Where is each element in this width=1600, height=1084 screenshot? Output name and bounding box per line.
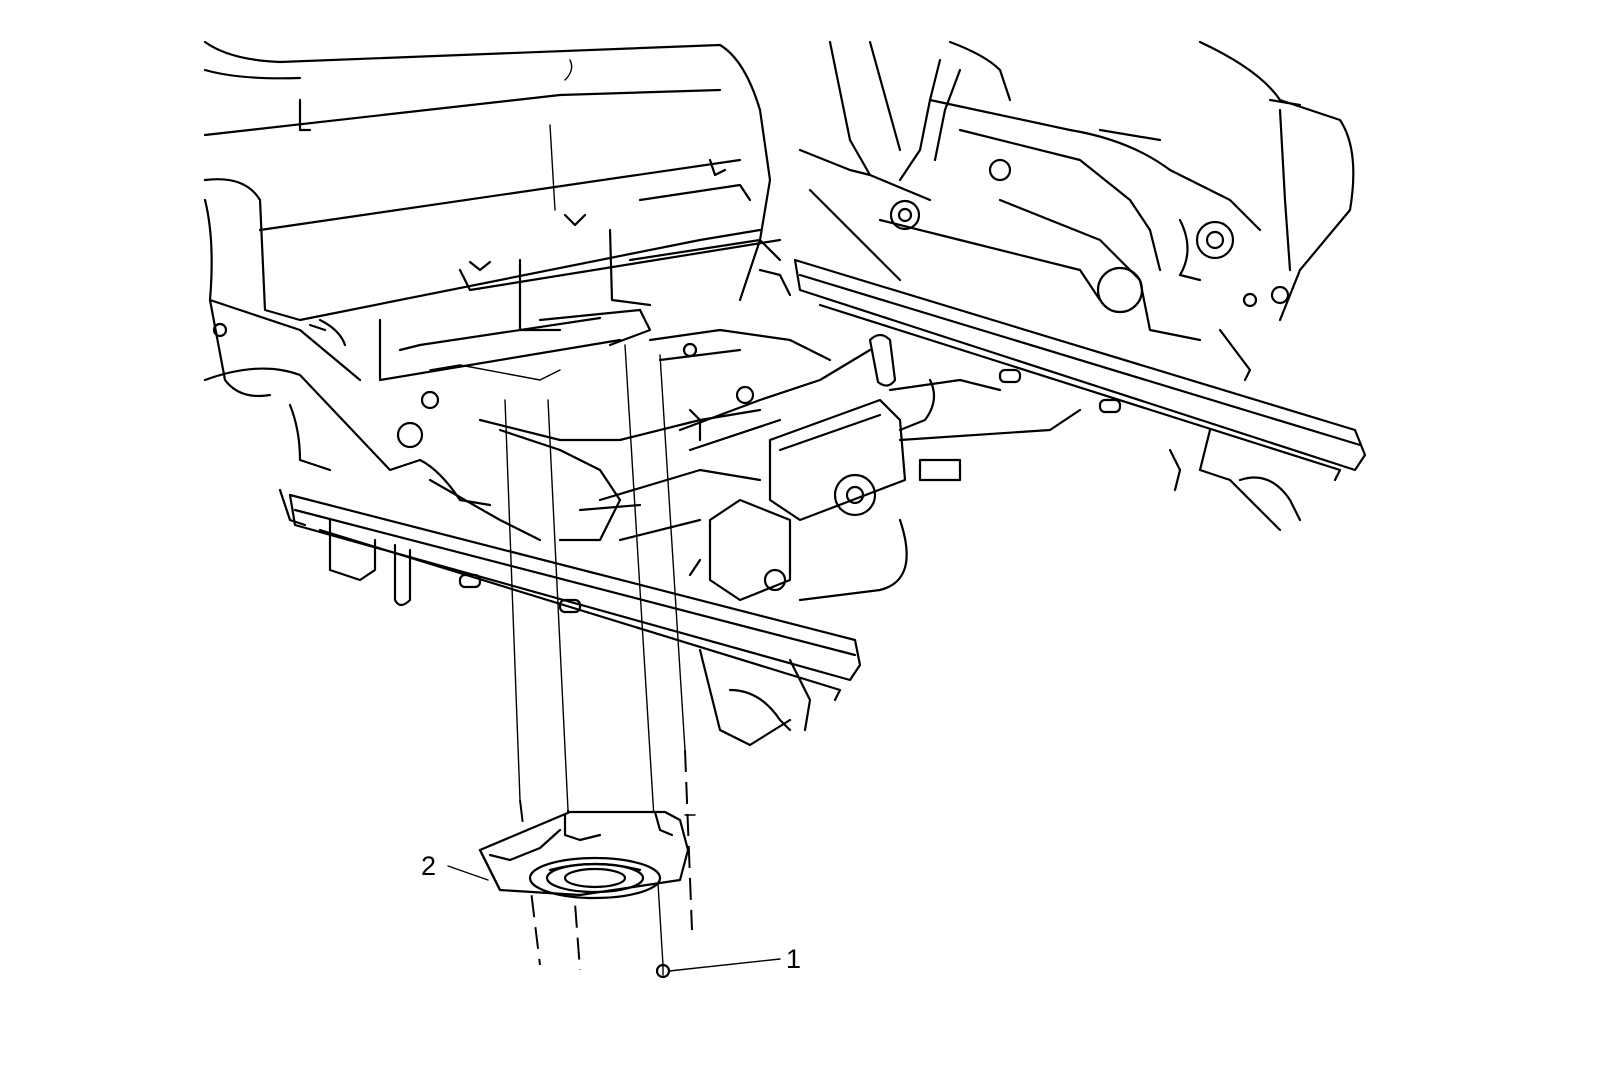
callout-1: 1 xyxy=(668,944,801,974)
seat-cushion-frame xyxy=(203,40,782,472)
left-seat-track xyxy=(278,488,862,747)
alignment-guide-lines xyxy=(504,344,693,971)
callout-2: 2 xyxy=(421,851,489,881)
leader-line-1 xyxy=(668,958,781,972)
right-seat-track xyxy=(758,258,1367,532)
leader-line-2 xyxy=(447,865,489,881)
recliner-frame xyxy=(798,40,1355,382)
callout-label-1: 1 xyxy=(786,944,801,974)
component-1-fastener xyxy=(655,963,671,979)
callout-label-2: 2 xyxy=(421,851,436,881)
component-2-bracket xyxy=(478,810,696,900)
